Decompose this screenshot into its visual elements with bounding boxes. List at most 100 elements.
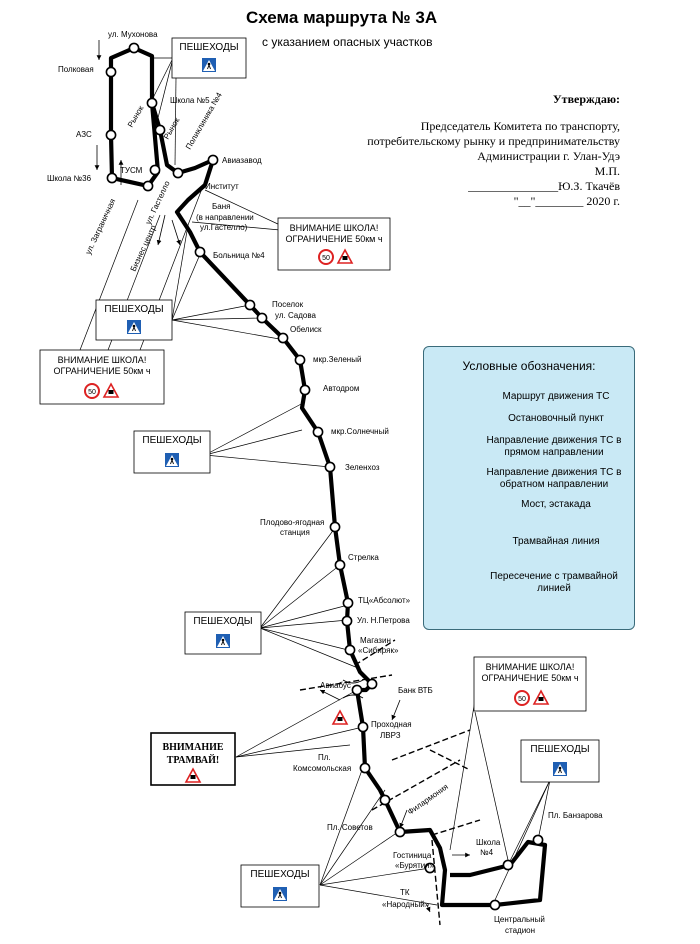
stop-zelenhoz [324,461,336,473]
legend-stop-label: Остановочный пункт [508,413,604,424]
stop-poselok [244,299,256,311]
stop-sovetov [394,826,406,838]
stop-label: Магазин [360,636,391,645]
stop-market [154,124,166,136]
pedestrian-icon [201,57,217,73]
approval-line: М.П. [594,164,620,178]
school-warning-box: ВНИМАНИЕ ШКОЛА! ОГРАНИЧЕНИЕ 50км ч 50 [277,217,391,271]
approval-line: _______________Ю.З. Ткачёв [468,179,620,193]
stop-label: (в направлении [196,213,254,222]
stop-label: Стрелка [348,553,379,562]
stop-label: стадион [505,926,535,935]
pedestrian-warning-box: ПЕШЕХОДЫ [171,37,247,79]
school-warning-box: ВНИМАНИЕ ШКОЛА! ОГРАНИЧЕНИЕ 50км ч 50 [39,349,165,405]
stop-label: ТК [400,888,410,897]
stop-label: Школа №36 [47,174,92,183]
page-title: Схема маршрута № 3А [246,8,438,27]
svg-text:ПЕШЕХОДЫ: ПЕШЕХОДЫ [179,42,238,53]
pedestrian-warning-box: ПЕШЕХОДЫ [184,611,262,655]
stop-label: Авиабус [320,681,351,690]
svg-text:50: 50 [518,696,526,703]
stop-label: №4 [480,848,494,857]
stop-markers [105,42,544,911]
stop-label: Бизнес центр [129,223,158,273]
stop-zeleny [294,354,306,366]
stop-polkovaya [105,66,117,78]
svg-text:ПЕШЕХОДЫ: ПЕШЕХОДЫ [250,869,309,880]
svg-text:ПЕШЕХОДЫ: ПЕШЕХОДЫ [193,616,252,627]
stop-label: Плодово-ягодная [260,518,324,527]
stop-lvrz [357,721,369,733]
stop-label: «Бурятия» [395,861,435,870]
stop-plodo [329,521,341,533]
stop-muhonova [128,42,140,54]
legend-panel: Условные обозначения: Маршрут движения Т… [423,346,635,630]
stop-label: «Сибиряк» [358,646,399,655]
stop-label: Институт [205,182,239,191]
pedestrian-icon [126,319,142,335]
approval-line: потребительскому рынку и предприниматель… [367,134,620,148]
stop-label: Авиазавод [222,156,262,165]
stop-label: Гостиница [393,851,432,860]
stop-strelka [334,559,346,571]
approval-line: Администрации г. Улан-Удэ [477,149,620,163]
legend-tram-line-label: Трамвайная линия [512,536,600,547]
stop-label: Банк ВТБ [398,686,433,695]
stop-gostinitsa [424,862,436,874]
svg-text:ПЕШЕХОДЫ: ПЕШЕХОДЫ [142,435,201,446]
stop-label: мкр.Солнечный [331,427,389,436]
stop-stadium [489,899,501,911]
tram-warning-box: ВНИМАНИЕ ТРАМВАЙ! [150,732,236,786]
stop-label: Школа [476,838,501,847]
stop-hospital [194,246,206,258]
stop-label: Рынок [126,104,146,129]
stop-label: Поселок [272,300,304,309]
stop-label: станция [280,528,310,537]
stop-petrova [341,615,353,627]
stop-aviazavod [207,154,219,166]
stop-label: Пл. Советов [327,823,373,832]
stop-label: ул.Гастелло) [200,223,248,232]
stop-label: «Народный» [382,900,430,909]
approval-block: Утверждаю: Председатель Комитета по тран… [367,92,620,209]
stop-label: Школа №5 [170,96,210,105]
stop-school36 [106,172,118,184]
svg-text:ПЕШЕХОДЫ: ПЕШЕХОДЫ [104,304,163,315]
stop-sibiryak [344,644,356,656]
stop-label: Зеленхоз [345,463,380,472]
stop-philharmonia [379,794,391,806]
speed-limit-icon [514,690,530,706]
stop-label: АЗС [76,130,92,139]
approval-line: Председатель Комитета по транспорту, [420,119,620,133]
pedestrian-icon [164,452,180,468]
stop-absolut [342,597,354,609]
svg-text:ОГРАНИЧЕНИЕ 50км ч: ОГРАНИЧЕНИЕ 50км ч [53,366,150,376]
legend-title: Условные обозначения: [462,359,596,373]
svg-text:ТРАМВАЙ!: ТРАМВАЙ! [167,754,220,766]
stop-school4 [502,859,514,871]
speed-limit-icon [318,249,334,265]
pedestrian-icon [215,633,231,649]
svg-text:ВНИМАНИЕ ШКОЛА!: ВНИМАНИЕ ШКОЛА! [58,355,147,365]
legend-bridge-label: Мост, эстакада [521,499,591,510]
stop-solnechny [312,426,324,438]
stop-azs [105,129,117,141]
stop-label: мкр.Зеленый [313,355,361,364]
stop-polyclinic [172,167,184,179]
stop-label: Автодром [323,384,359,393]
svg-text:50: 50 [322,255,330,262]
legend-forward-label: Направление движения ТС в прямом направл… [486,435,622,458]
route-line [108,45,548,908]
speed-limit-icon [84,383,100,399]
stop-label: ТЦ«Абсолют» [358,596,411,605]
svg-text:ВНИМАНИЕ ШКОЛА!: ВНИМАНИЕ ШКОЛА! [290,223,379,233]
pedestrian-warning-box: ПЕШЕХОДЫ [520,739,600,783]
tram-lines [299,639,481,926]
school-warning-box: ВНИМАНИЕ ШКОЛА! ОГРАНИЧЕНИЕ 50км ч 50 [473,656,587,712]
stop-label: ул. Заграничная [84,197,118,255]
pedestrian-warning-box: ПЕШЕХОДЫ [95,299,173,341]
stop-sadova [256,312,268,324]
stop-banzarova [532,834,544,846]
stop-label: Ул. Н.Петрова [357,616,410,625]
